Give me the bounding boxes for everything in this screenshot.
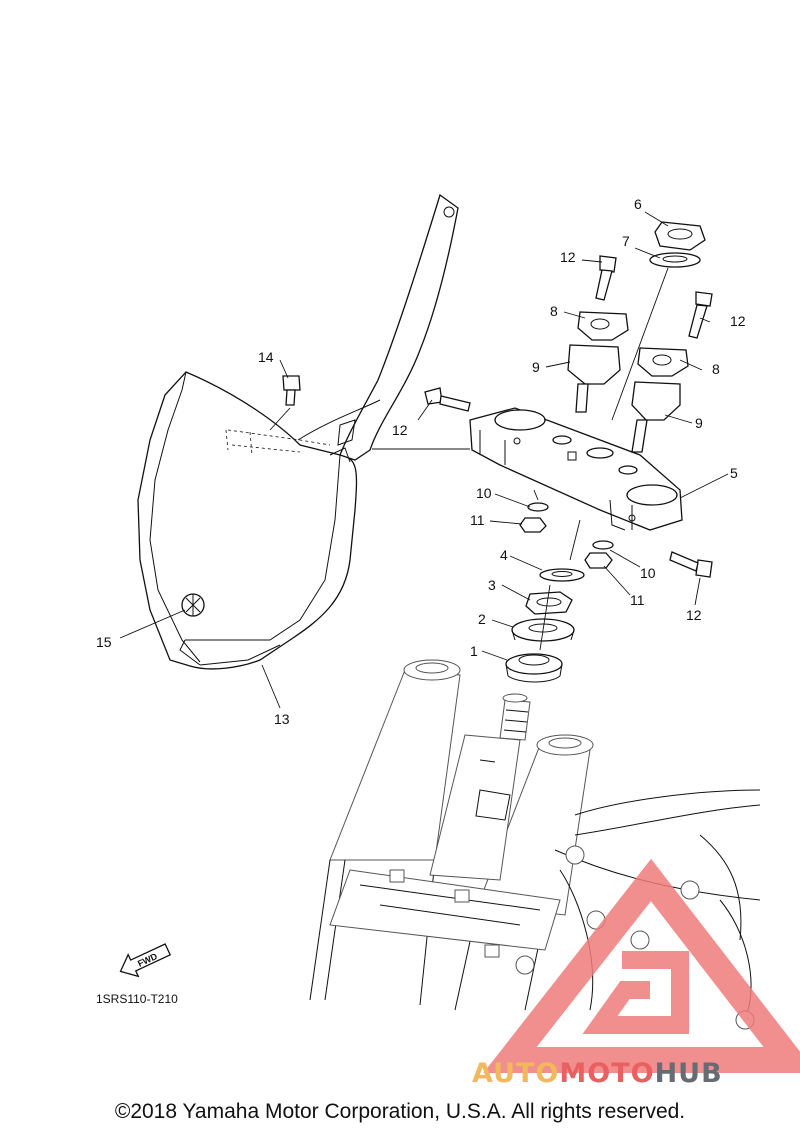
- callout-11-left: 11: [470, 512, 485, 528]
- callout-8-left: 8: [550, 303, 558, 319]
- part-8-upper-holders: [577, 311, 689, 377]
- callout-1: 1: [470, 643, 478, 659]
- callout-numbers: 6 7 12 12 8 9 8 9 12 5 10 11 4 10 3 11 1…: [96, 196, 746, 727]
- copyright-notice: ©2018 Yamaha Motor Corporation, U.S.A. A…: [114, 1100, 686, 1123]
- callout-9-right: 9: [695, 415, 703, 431]
- diagram-code: 1SRS110-T210: [96, 992, 178, 1006]
- number-plate: [137, 193, 459, 670]
- part-4-washer: [539, 568, 585, 582]
- part-3-ring-nut: [525, 591, 573, 615]
- callout-10-left: 10: [476, 485, 492, 501]
- part-6-nut: [654, 221, 706, 251]
- callout-11-right: 11: [630, 592, 645, 608]
- upper-bracket: [469, 407, 683, 531]
- callout-12-bottom: 12: [686, 607, 702, 623]
- watermark-brand: AUTOMOTOHUB: [472, 1058, 723, 1089]
- part-7-washer: [649, 252, 701, 268]
- part-12-bolts: [424, 255, 713, 578]
- callout-13: 13: [274, 711, 290, 727]
- leader-lines: [119, 211, 729, 709]
- front-fork-assembly: [309, 659, 761, 1030]
- callout-6: 6: [634, 196, 642, 212]
- part-1-bearing: [505, 653, 563, 683]
- fwd-arrow: FWD: [119, 943, 172, 978]
- callout-2: 2: [478, 611, 486, 627]
- callout-14: 14: [258, 349, 274, 365]
- callout-12-right: 12: [730, 313, 746, 329]
- callout-8-right: 8: [712, 361, 720, 377]
- callout-15: 15: [96, 634, 112, 650]
- callout-10-right: 10: [640, 565, 656, 581]
- part-10-washers: [527, 502, 614, 550]
- callout-9-left: 9: [532, 359, 540, 375]
- callout-3: 3: [488, 577, 496, 593]
- watermark-logo: [483, 858, 800, 1073]
- callout-5: 5: [730, 465, 738, 481]
- part-14-bolt: [282, 375, 301, 406]
- callout-7: 7: [622, 233, 630, 249]
- callout-12-top: 12: [560, 249, 576, 265]
- callout-4: 4: [500, 547, 508, 563]
- callout-12-left: 12: [392, 422, 408, 438]
- part-9-lower-holders: [567, 344, 681, 453]
